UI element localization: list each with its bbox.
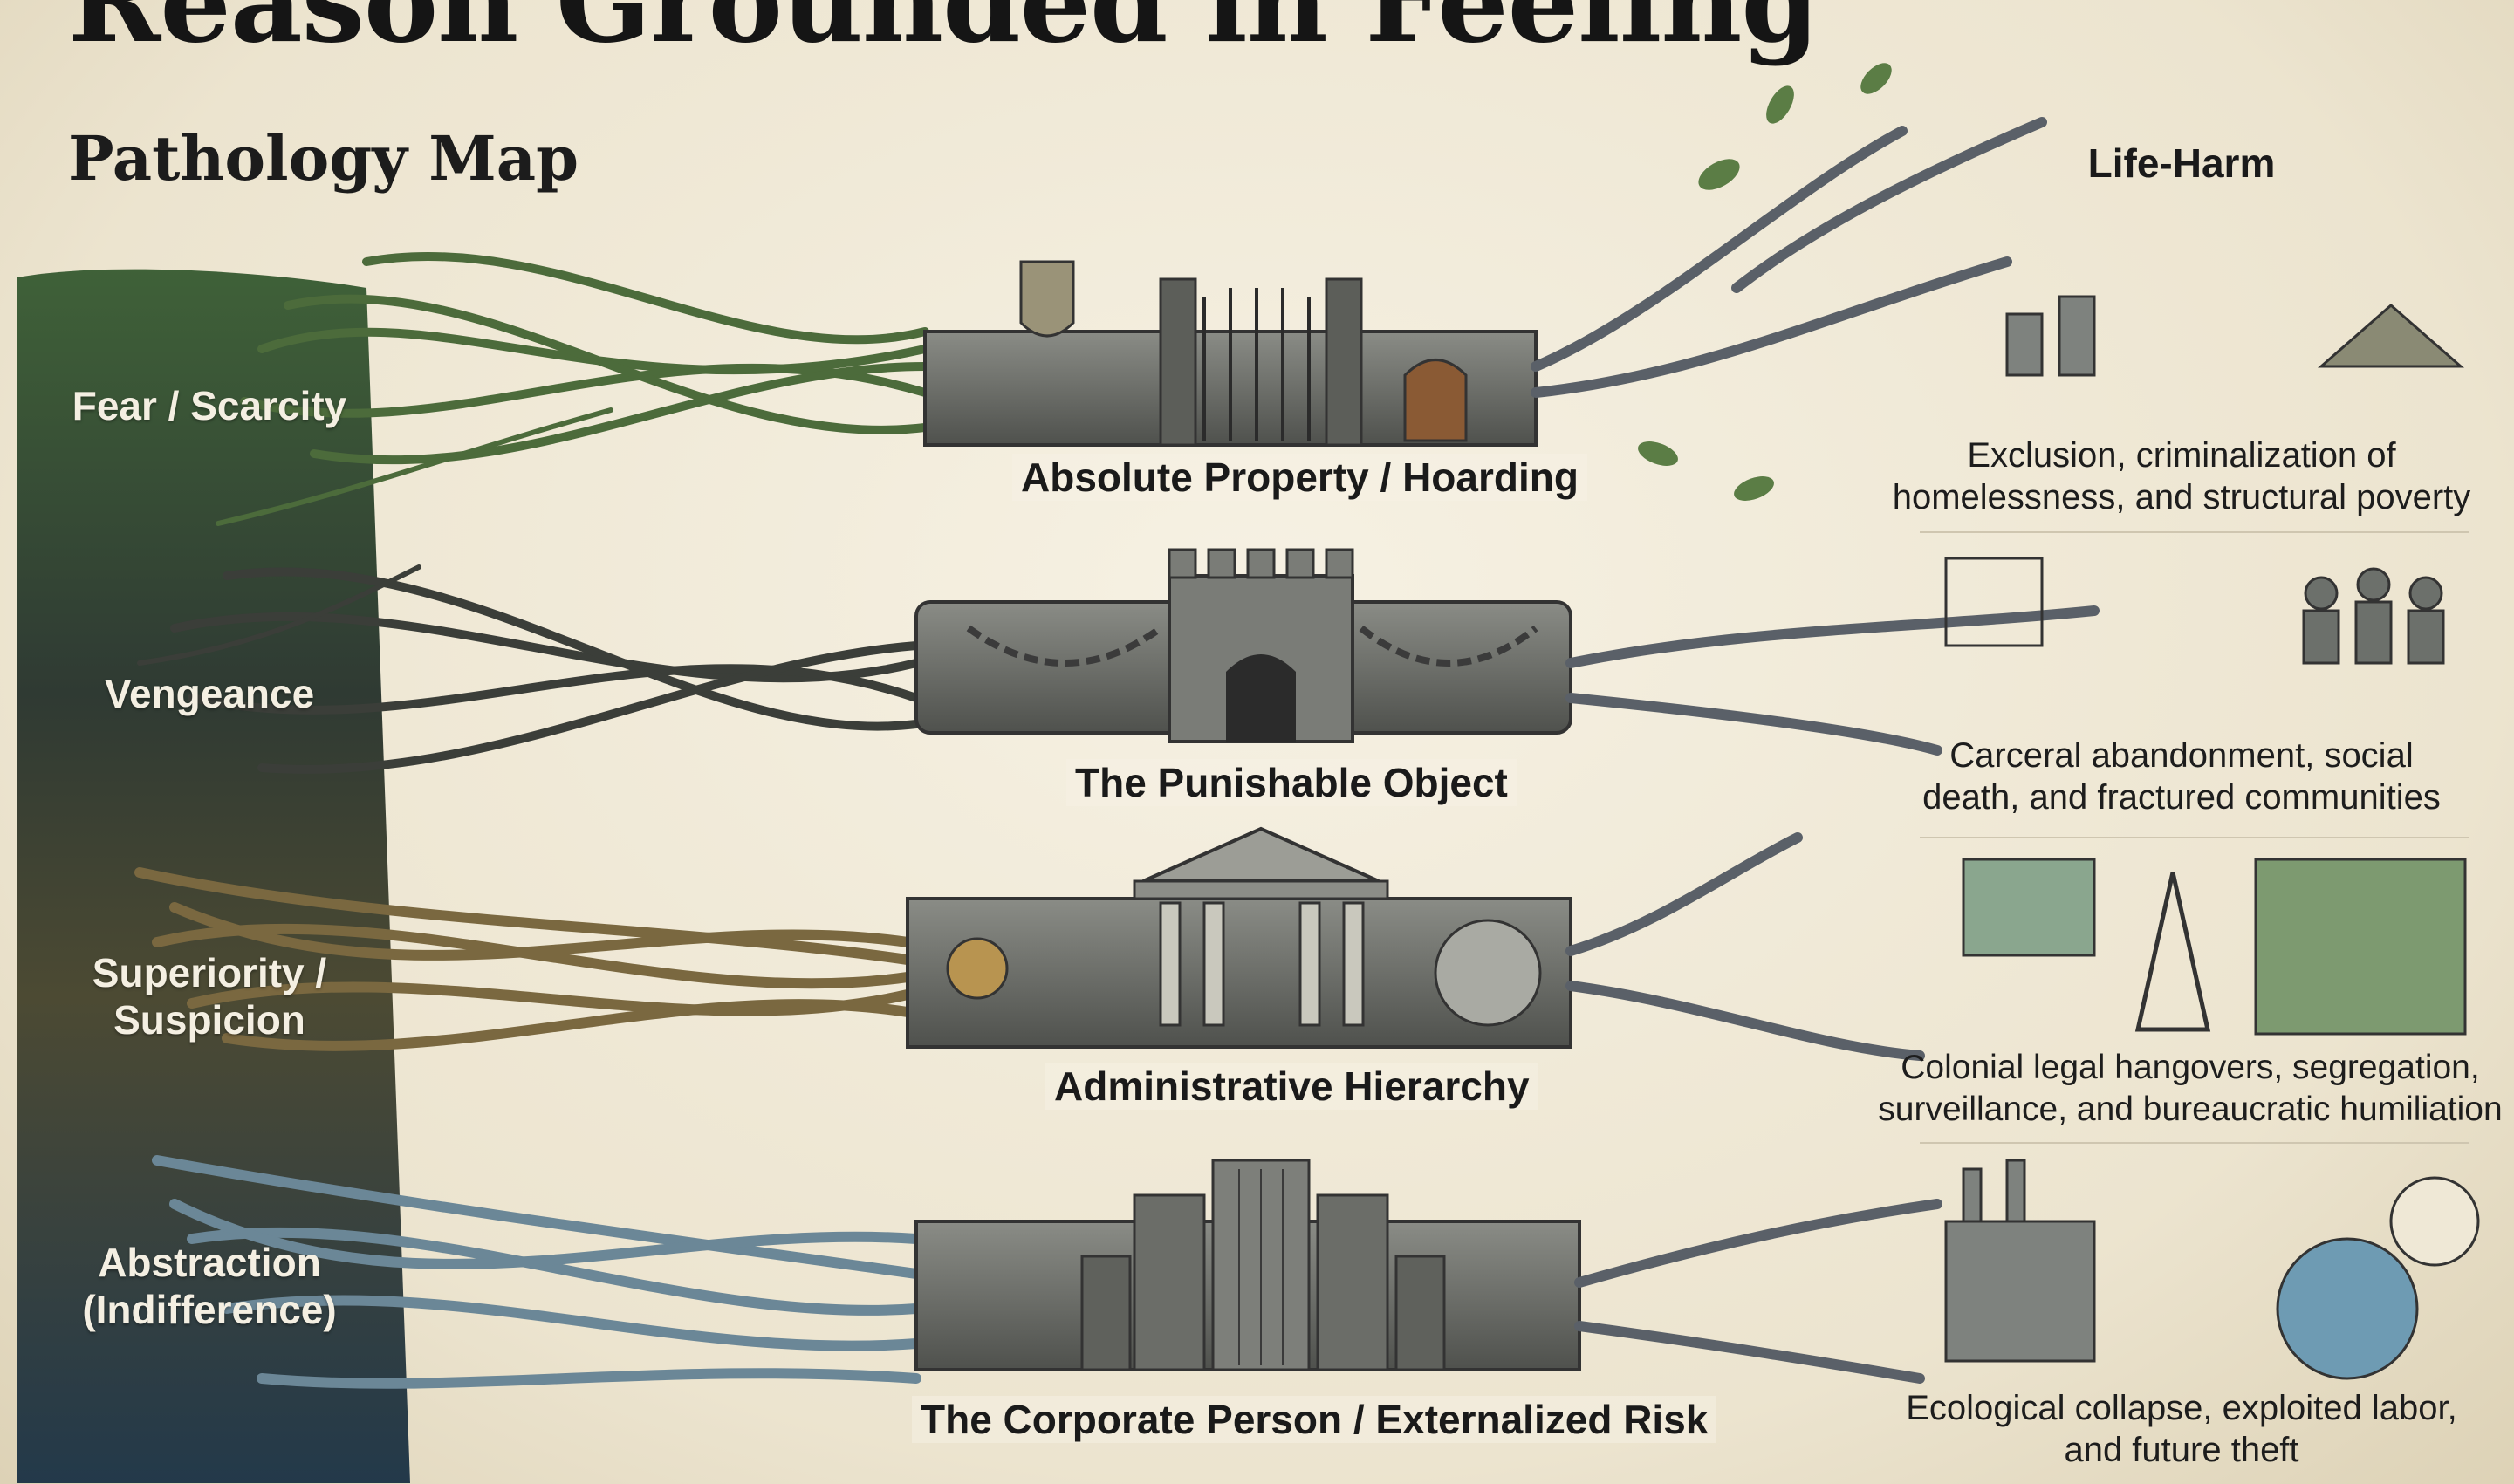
root-label-vengeance: Vengeance xyxy=(104,671,315,716)
block-administrative xyxy=(906,826,1572,1049)
roots-superiority xyxy=(134,867,913,1051)
root-label-fear: Fear / Scarcity xyxy=(72,383,347,428)
roots-fear xyxy=(216,251,929,526)
institution-label-punishable: The Punishable Object xyxy=(1066,759,1517,806)
roots-abstraction xyxy=(152,1155,921,1389)
page-subtitle: Pathology Map xyxy=(68,122,579,195)
leaves xyxy=(1638,63,1892,501)
root-label-abstraction: Abstraction (Indifference) xyxy=(82,1240,337,1332)
institution-label-corporate: The Corporate Person / Externalized Risk xyxy=(912,1396,1717,1443)
harm-label-punishable: Carceral abandonment, social death, and … xyxy=(1922,736,2441,817)
root-label-superiority: Superiority / Suspicion xyxy=(92,950,327,1043)
roots-vengeance xyxy=(137,564,921,774)
harm-label-corporate: Ecological collapse, exploited labor, an… xyxy=(1906,1389,2457,1469)
harm-label-administrative: Colonial legal hangovers, segregation, s… xyxy=(1878,1049,2503,1128)
institution-label-property: Absolute Property / Hoarding xyxy=(1012,454,1587,501)
institution-label-administrative: Administrative Hierarchy xyxy=(1045,1063,1538,1110)
block-property xyxy=(923,260,1538,447)
harm-icons xyxy=(1944,295,2480,1380)
harm-heading: Life-Harm xyxy=(2087,140,2276,186)
page-title: Reason Grounded in Feeling xyxy=(68,0,1819,68)
block-punishable xyxy=(914,548,1572,743)
branches xyxy=(1531,117,2100,1384)
harm-label-property: Exclusion, criminalization of homelessne… xyxy=(1892,436,2471,516)
block-corporate xyxy=(914,1159,1581,1371)
